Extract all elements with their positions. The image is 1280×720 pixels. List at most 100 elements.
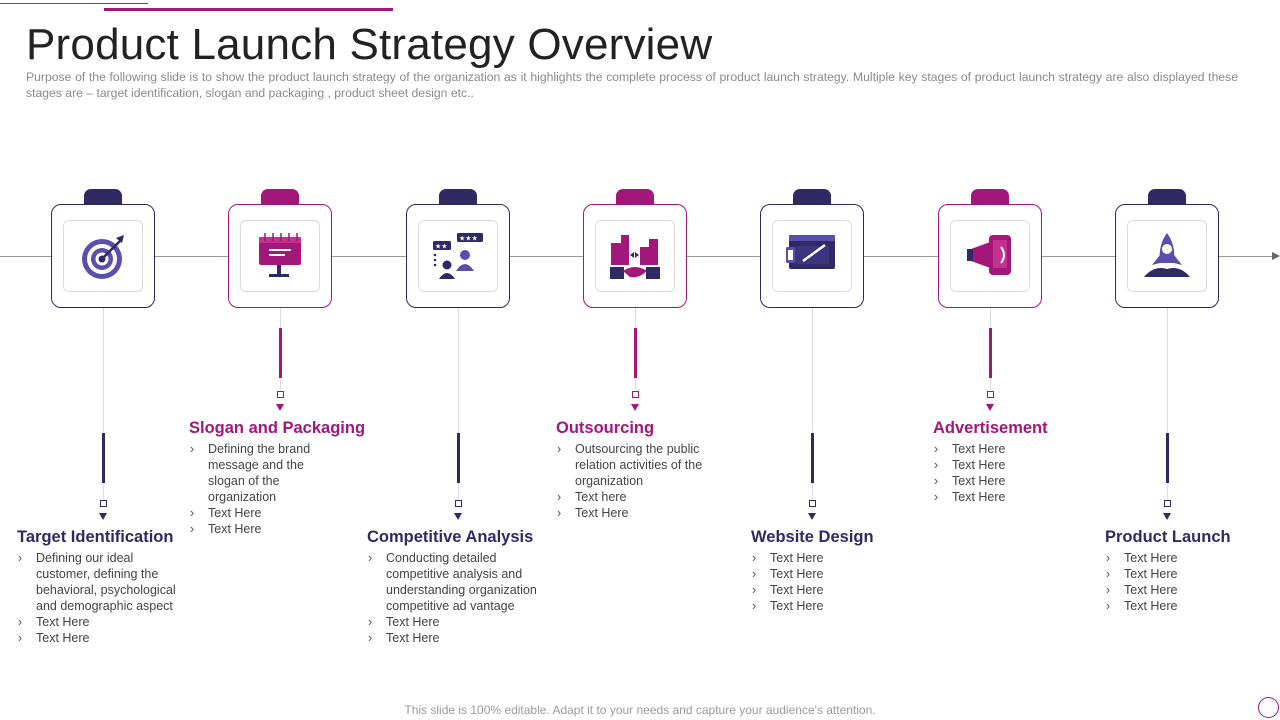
step-card <box>760 204 864 308</box>
step-connector-accent <box>457 433 460 483</box>
step-bullet: Text Here <box>933 473 1053 489</box>
step-tab <box>616 189 654 206</box>
step-pointer-icon <box>99 513 107 520</box>
step-connector <box>990 378 991 390</box>
step-bullet: Text Here <box>751 598 871 614</box>
step-card <box>228 204 332 308</box>
step-tab <box>1148 189 1186 206</box>
step-pointer-icon <box>986 404 994 411</box>
step-bullets: Outsourcing the public relation activiti… <box>556 441 716 521</box>
step-tab <box>84 189 122 206</box>
svg-text:★★★: ★★★ <box>459 235 478 243</box>
step-tab <box>793 189 831 206</box>
step-connector <box>280 378 281 390</box>
step-bullet: Defining the brand message and the sloga… <box>189 441 329 505</box>
step-title: Target Identification <box>17 528 174 546</box>
step-icon-frame <box>772 220 852 292</box>
step-bullet: Text Here <box>189 505 329 521</box>
step-bullet: Text Here <box>367 630 552 646</box>
step-card <box>938 204 1042 308</box>
billboard-icon <box>259 233 301 277</box>
step-connector-accent <box>989 328 992 378</box>
step-marker <box>455 500 462 507</box>
step-icon-frame <box>1127 220 1207 292</box>
step-bullet: Text Here <box>17 630 189 646</box>
step-bullet: Text here <box>556 489 716 505</box>
step-tab <box>439 189 477 206</box>
step-bullets: Defining the brand message and the sloga… <box>189 441 329 537</box>
step-connector <box>990 308 991 328</box>
step-bullets: Text HereText HereText HereText Here <box>1105 550 1225 614</box>
step-bullet: Text Here <box>367 614 552 630</box>
step-bullets: Text HereText HereText HereText Here <box>751 550 871 614</box>
step-title: Competitive Analysis <box>367 528 534 546</box>
step-bullet: Text Here <box>1105 566 1225 582</box>
step-card <box>51 204 155 308</box>
step-connector <box>458 483 459 499</box>
step-marker <box>1164 500 1171 507</box>
step-connector <box>103 308 104 433</box>
step-bullet: Text Here <box>1105 598 1225 614</box>
step-pointer-icon <box>1163 513 1171 520</box>
handshake-buildings-icon <box>610 235 660 279</box>
step-pointer-icon <box>808 513 816 520</box>
step-card: ★★ ★★★ <box>406 204 510 308</box>
step-title: Website Design <box>751 528 874 546</box>
top-rule-accent <box>104 8 393 11</box>
step-marker <box>809 500 816 507</box>
step-marker <box>100 500 107 507</box>
step-bullet: Outsourcing the public relation activiti… <box>556 441 716 489</box>
step-connector <box>1167 308 1168 433</box>
step-bullet: Defining our ideal customer, defining th… <box>17 550 189 614</box>
step-icon-frame <box>950 220 1030 292</box>
step-bullets: Defining our ideal customer, defining th… <box>17 550 189 646</box>
target-icon <box>82 235 124 279</box>
step-bullet: Text Here <box>933 441 1053 457</box>
step-bullet: Text Here <box>189 521 329 537</box>
step-connector-accent <box>102 433 105 483</box>
step-bullet: Text Here <box>751 566 871 582</box>
step-icon-frame <box>595 220 675 292</box>
step-bullet: Text Here <box>933 489 1053 505</box>
step-connector-accent <box>279 328 282 378</box>
step-tab <box>261 189 299 206</box>
step-bullet: Text Here <box>556 505 716 521</box>
step-pointer-icon <box>631 404 639 411</box>
page-subtitle: Purpose of the following slide is to sho… <box>26 70 1238 100</box>
step-connector <box>812 483 813 499</box>
step-marker <box>987 391 994 398</box>
step-bullet: Text Here <box>751 550 871 566</box>
step-icon-frame: ★★ ★★★ <box>418 220 498 292</box>
step-connector-accent <box>1166 433 1169 483</box>
step-card <box>583 204 687 308</box>
step-card <box>1115 204 1219 308</box>
step-marker <box>277 391 284 398</box>
step-bullet: Text Here <box>933 457 1053 473</box>
step-bullet: Text Here <box>751 582 871 598</box>
corner-circle-icon <box>1258 697 1279 718</box>
step-title: Slogan and Packaging <box>189 419 366 437</box>
step-bullets: Text HereText HereText HereText Here <box>933 441 1053 505</box>
page-title: Product Launch Strategy Overview <box>26 20 713 69</box>
top-rule-gray <box>0 3 148 4</box>
step-title: Outsourcing <box>556 419 655 437</box>
step-bullet: Text Here <box>1105 582 1225 598</box>
competitor-rating-icon: ★★ ★★★ <box>433 233 483 279</box>
step-connector <box>1167 483 1168 499</box>
svg-text:★★: ★★ <box>435 243 448 251</box>
step-connector <box>635 308 636 328</box>
step-title: Product Launch <box>1105 528 1231 546</box>
step-pointer-icon <box>276 404 284 411</box>
step-connector <box>103 483 104 499</box>
step-marker <box>632 391 639 398</box>
step-tab <box>971 189 1009 206</box>
step-bullet: Text Here <box>17 614 189 630</box>
step-bullet: Conducting detailed competitive analysis… <box>367 550 552 614</box>
step-bullets: Conducting detailed competitive analysis… <box>367 550 552 646</box>
megaphone-icon <box>967 235 1011 275</box>
step-bullet: Text Here <box>1105 550 1225 566</box>
step-connector-accent <box>634 328 637 378</box>
step-title: Advertisement <box>933 419 1048 437</box>
step-pointer-icon <box>454 513 462 520</box>
step-icon-frame <box>240 220 320 292</box>
